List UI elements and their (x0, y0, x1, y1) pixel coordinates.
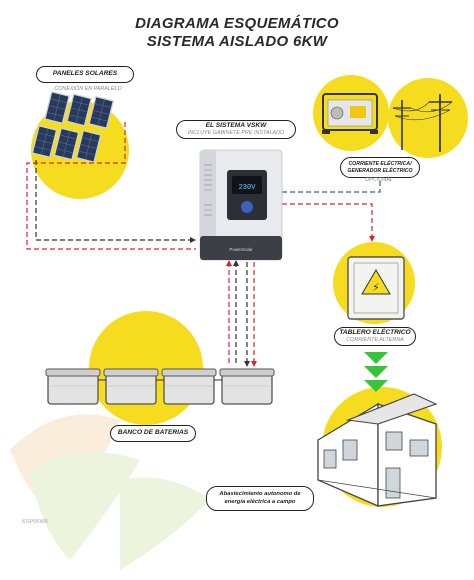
inverter-to-panel-line (282, 203, 373, 236)
solar-panels-label: PANELES SOLARES (36, 66, 134, 83)
grid-title-line2: GENERADOR ELÉCTRICO (347, 167, 413, 174)
battery-bank-icon (45, 368, 275, 405)
diagram-title-line2: SISTEMA AISLADO 6KW (146, 33, 328, 50)
solar-panels-sublabel: CONEXIÓN EN PARALELO (54, 86, 122, 92)
battery-bank-title: BANCO DE BATERIAS (117, 429, 189, 437)
svg-text:⚡: ⚡ (372, 281, 380, 294)
battery-arrow-down-right (244, 361, 250, 367)
green-arrows-icon (364, 352, 388, 392)
inverter-display-value: 230V (239, 184, 257, 192)
generator-icon (322, 93, 378, 134)
grid-highlight-circle-right (388, 78, 468, 158)
battery-arrow-up-left2 (233, 260, 239, 266)
electrical-panel-label: TABLERO ELÉCTRICO CORRIENTE ALTERNA (334, 327, 416, 346)
footer-code: KSP06WK (22, 519, 49, 525)
inverter-to-battery-lines (228, 262, 255, 365)
battery-arrow-up-left (226, 260, 232, 266)
house-icon (317, 393, 438, 507)
inverter-icon: PowerSolar (199, 149, 283, 261)
svg-text:PowerSolar: PowerSolar (229, 247, 253, 252)
battery-arrow-down-right2 (251, 361, 257, 367)
inverter-to-panel-arrow-head (369, 236, 375, 242)
inverter-label: EL SISTEMA VSKW INCLUYE GABINETE PRE INS… (176, 120, 296, 139)
house-label-line1: Abastecimiento autonomo de (219, 491, 301, 498)
solar-to-inverter-positive-line (26, 122, 196, 250)
solar-arrow-head-dark (190, 237, 196, 243)
battery-bank-label: BANCO DE BATERIAS (110, 425, 196, 442)
grid-input-line (282, 176, 381, 193)
house-label: Abastecimiento autonomo de energía eléct… (206, 486, 314, 511)
watermark-logo (10, 414, 210, 570)
grid-title-line1: CORRIENTE ELÉCTRICA/ (348, 161, 412, 167)
inverter-sublabel: INCLUYE GABINETE PRE INSTALADO (187, 130, 285, 137)
electrical-panel-title: TABLERO ELÉCTRICO (339, 329, 411, 336)
electrical-panel-sublabel: CORRIENTE ALTERNA (346, 337, 404, 344)
inverter-title: EL SISTEMA VSKW (205, 122, 267, 129)
grid-sublabel: OPCIONAL (365, 177, 393, 183)
grid-label: CORRIENTE ELÉCTRICA/ GENERADOR ELÉCTRICO (340, 157, 420, 178)
house-label-line2: energía eléctrica a campo (224, 498, 296, 505)
solar-to-inverter-negative-line (35, 160, 190, 241)
diagram-title-line1: DIAGRAMA ESQUEMÁTICO (135, 15, 339, 32)
solar-panels-icon (31, 91, 115, 163)
solar-panels-title: PANELES SOLARES (52, 70, 118, 78)
battery-highlight-circle (89, 311, 203, 425)
power-poles-icon (392, 94, 453, 152)
electrical-panel-icon: ⚡ (347, 256, 405, 320)
